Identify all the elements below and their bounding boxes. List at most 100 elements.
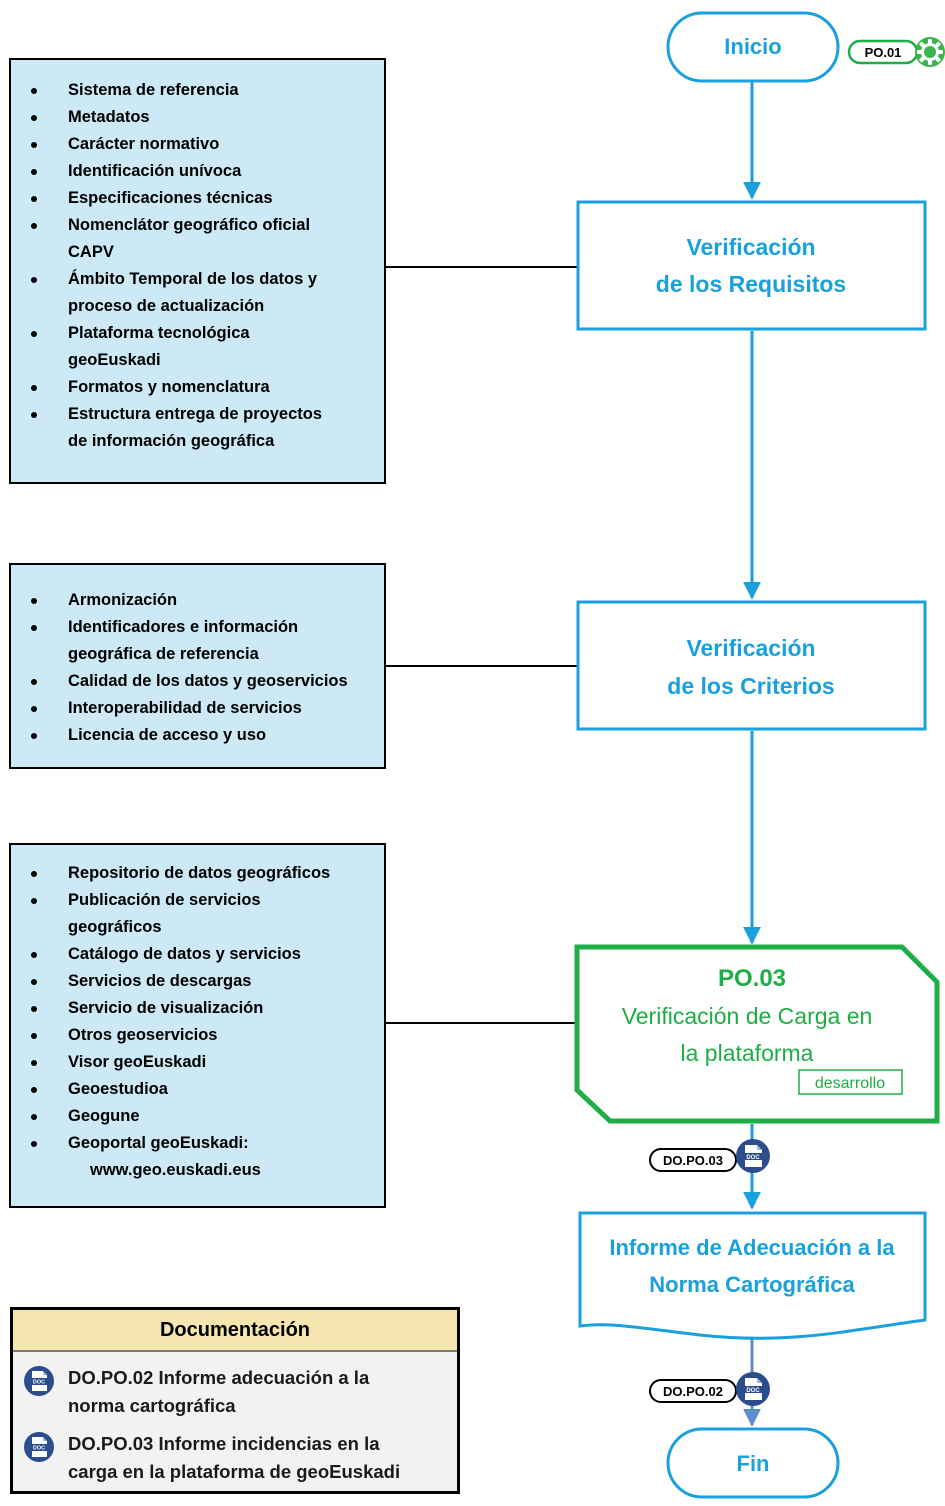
criterios-list-item: Armonización: [11, 587, 384, 614]
end-node[interactable]: Fin: [666, 1427, 840, 1499]
criterios-list-item: Calidad de los datos y geoservicios: [11, 668, 384, 695]
criterios-item-text: Interoperabilidad de servicios: [68, 699, 302, 717]
plataforma-list-item: Otros geoservicios: [11, 1022, 384, 1049]
plataforma-item-text: Geoestudioa: [68, 1080, 168, 1098]
informe-title-line2: Norma Cartográfica: [649, 1272, 855, 1297]
requisitos-list-item: Carácter normativo: [11, 131, 384, 158]
requisitos-list-item: Identificación unívoca: [11, 158, 384, 185]
requisitos-item-text: Carácter normativo: [68, 135, 220, 153]
document-icon: DOC: [24, 1432, 54, 1470]
process-requisitos[interactable]: Verificación de los Requisitos: [576, 200, 927, 331]
requisitos-list-item: Metadatos: [11, 104, 384, 131]
po03-title-line1: Verificación de Carga en: [622, 1003, 873, 1029]
plataforma-item-text: Servicios de descargas: [68, 972, 252, 990]
informe-title-line1: Informe de Adecuación a la: [609, 1235, 895, 1260]
po01-link[interactable]: PO.01: [847, 37, 945, 67]
plataforma-item-text: Geogune: [68, 1107, 140, 1125]
svg-text:DOC: DOC: [33, 1380, 45, 1386]
svg-text:DOC: DOC: [746, 1388, 760, 1394]
requisitos-list-item: Plataforma tecnológica geoEuskadi: [11, 320, 384, 374]
subprocess-po03[interactable]: PO.03 Verificación de Carga en la plataf…: [574, 944, 940, 1124]
po03-status-label: desarrollo: [815, 1075, 885, 1092]
criterios-list-item: Interoperabilidad de servicios: [11, 695, 384, 722]
criterios-list-item: Identificadores e información geográfica …: [11, 614, 384, 668]
requisitos-item-text: CAPV: [68, 243, 114, 261]
requisitos-list-item: Formatos y nomenclatura: [11, 374, 384, 401]
requisitos-item-text: Metadatos: [68, 108, 150, 126]
end-label: Fin: [737, 1451, 770, 1476]
criterios-item-text: Identificadores e información: [68, 618, 299, 636]
requisitos-item-text: Plataforma tecnológica: [68, 324, 250, 342]
plataforma-list-item: Publicación de servicios geográficos: [11, 887, 384, 941]
requisitos-list-item: Sistema de referencia: [11, 77, 384, 104]
doc-tag-po02[interactable]: DO.PO.02 DOC: [649, 1372, 770, 1406]
plataforma-item-text: Repositorio de datos geográficos: [68, 864, 331, 882]
documentation-item-text: DO.PO.03 Informe incidencias en la: [68, 1433, 380, 1454]
requisitos-title-line1: Verificación: [686, 234, 815, 260]
criterios-item-text: Calidad de los datos y geoservicios: [68, 672, 348, 690]
document-icon: DOC: [736, 1139, 770, 1173]
po03-code: PO.03: [718, 965, 786, 992]
svg-text:DOC: DOC: [746, 1155, 760, 1161]
requisitos-item-text: geoEuskadi: [68, 351, 161, 369]
svg-text:DOC: DOC: [33, 1446, 45, 1452]
requisitos-title-line2: de los Requisitos: [656, 271, 846, 297]
criterios-item-text: Licencia de acceso y uso: [68, 726, 267, 744]
documentation-item[interactable]: DOC DO.PO.03 Informe incidencias en la car…: [13, 1430, 457, 1486]
documentation-item-text: DO.PO.02 Informe adecuación a la: [68, 1367, 370, 1388]
requisitos-item-text: Sistema de referencia: [68, 81, 239, 99]
plataforma-item-text: www.geo.euskadi.eus: [90, 1161, 261, 1179]
document-icon: DOC: [24, 1366, 54, 1404]
criterios-title-line1: Verificación: [686, 635, 815, 661]
plataforma-list-item: Geoportal geoEuskadi: www.geo.euskadi.eus: [11, 1130, 384, 1184]
requisitos-list-item: Estructura entrega de proyectos de inform…: [11, 401, 384, 455]
documentation-title: Documentación: [13, 1310, 457, 1352]
requisitos-item-text: Nomenclátor geográfico oficial: [68, 216, 311, 234]
plataforma-list-item: Repositorio de datos geográficos: [11, 860, 384, 887]
requisitos-item-text: Especificaciones técnicas: [68, 189, 273, 207]
plataforma-item-text: Publicación de servicios: [68, 891, 261, 909]
requisitos-list-item: Especificaciones técnicas: [11, 185, 384, 212]
plataforma-item-text: Servicio de visualización: [68, 999, 264, 1017]
doc-tag-po03-label: DO.PO.03: [663, 1153, 723, 1168]
plataforma-list-item: Visor geoEuskadi: [11, 1049, 384, 1076]
document-informe[interactable]: Informe de Adecuación a la Norma Cartogr…: [578, 1211, 927, 1340]
plataforma-list-item: Geogune: [11, 1103, 384, 1130]
requisitos-item-text: Identificación unívoca: [68, 162, 242, 180]
plataforma-item-text: Catálogo de datos y servicios: [68, 945, 301, 963]
criterios-item-text: geográfica de referencia: [68, 645, 259, 663]
doc-tag-po02-label: DO.PO.02: [663, 1384, 723, 1399]
plataforma-list-item: Geoestudioa: [11, 1076, 384, 1103]
process-criterios[interactable]: Verificación de los Criterios: [576, 600, 927, 731]
doc-tag-po03[interactable]: DO.PO.03 DOC: [649, 1139, 770, 1173]
plataforma-list-item: Servicio de visualización: [11, 995, 384, 1022]
start-node[interactable]: Inicio: [666, 11, 840, 83]
plataforma-item-text: Geoportal geoEuskadi:: [68, 1134, 249, 1152]
plataforma-item-text: geográficos: [68, 918, 162, 936]
documentation-item-text: carga en la plataforma de geoEuskadi: [68, 1461, 401, 1482]
requisitos-item-text: proceso de actualización: [68, 297, 265, 315]
po03-title-line2: la plataforma: [681, 1040, 814, 1066]
document-icon: DOC: [736, 1372, 770, 1406]
criterios-list-item: Licencia de acceso y uso: [11, 722, 384, 749]
plataforma-list-item: Servicios de descargas: [11, 968, 384, 995]
requisitos-item-text: Estructura entrega de proyectos: [68, 405, 322, 423]
criterios-title-line2: de los Criterios: [667, 673, 834, 699]
po03-status-badge: desarrollo: [798, 1069, 903, 1095]
plataforma-item-text: Visor geoEuskadi: [68, 1053, 207, 1071]
requisitos-item-text: de información geográfica: [68, 432, 275, 450]
gear-icon: [915, 37, 945, 67]
plataforma-item-text: Otros geoservicios: [68, 1026, 218, 1044]
documentation-panel: Documentación DOC DO.PO.02 Informe adecua…: [10, 1307, 460, 1494]
start-label: Inicio: [724, 34, 781, 59]
